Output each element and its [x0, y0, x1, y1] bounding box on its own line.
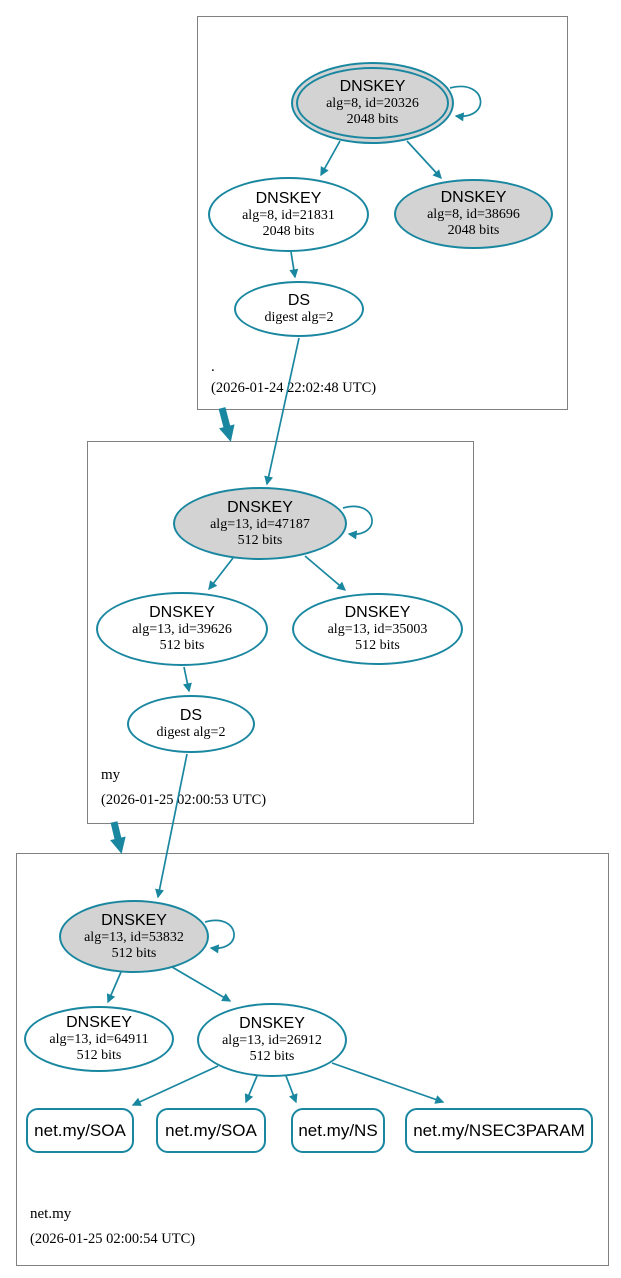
edge-dnskey-26912-to-soa-2 [244, 1075, 258, 1104]
edge-my-zsk-to-ds [183, 666, 192, 693]
ds-node-root[interactable]: DS digest alg=2 [234, 281, 364, 337]
edge-my-ds-to-net-my-ksk [155, 753, 188, 899]
node-bits: 2048 bits [262, 223, 315, 239]
node-alg: alg=13, id=64911 [49, 1032, 149, 1047]
edge-root-ksk-self-loop [449, 85, 482, 122]
rrset-label: net.my/NS [298, 1120, 378, 1140]
rrset-node-net-my-soa-1[interactable]: net.my/SOA [26, 1108, 134, 1153]
node-bits: 512 bits [237, 532, 283, 548]
node-title: DNSKEY [339, 78, 406, 95]
edge-net-my-ksk-to-dnskey-64911 [106, 971, 122, 1004]
node-alg: alg=8, id=21831 [242, 207, 335, 223]
rrset-node-net-my-nsec3param[interactable]: net.my/NSEC3PARAM [405, 1108, 593, 1153]
node-title: DNSKEY [239, 1015, 305, 1032]
node-alg: alg=13, id=53832 [84, 929, 184, 945]
dnskey-node-26912[interactable]: DNSKEY alg=13, id=26912 512 bits [197, 1003, 347, 1077]
zone-name-root: . [211, 359, 215, 375]
edge-my-ksk-to-dnskey-35003 [304, 555, 347, 591]
edge-dnskey-26912-to-ns [285, 1075, 298, 1104]
node-digest: digest alg=2 [156, 725, 226, 740]
dnskey-node-20326-ksk[interactable]: DNSKEY alg=8, id=20326 2048 bits [291, 62, 454, 144]
node-alg: alg=13, id=35003 [327, 622, 428, 637]
node-bits: 512 bits [355, 638, 400, 653]
node-bits: 512 bits [159, 638, 205, 653]
node-title: DS [179, 707, 203, 724]
rrset-label: net.my/SOA [165, 1120, 257, 1140]
edge-net-my-ksk-to-dnskey-26912 [171, 966, 232, 1002]
zone-box-my [87, 441, 474, 824]
edge-dnskey-26912-to-nsec3param [331, 1062, 445, 1104]
rrset-label: net.my/SOA [34, 1120, 126, 1140]
node-alg: alg=13, id=39626 [132, 622, 232, 637]
rrset-label: net.my/NSEC3PARAM [413, 1120, 585, 1140]
edge-root-ds-to-my-ksk [264, 337, 300, 486]
node-title: DNSKEY [227, 498, 293, 516]
edge-root-ksk-to-dnskey-38696 [406, 140, 442, 179]
node-bits: 512 bits [76, 1048, 122, 1063]
node-title: DNSKEY [344, 604, 411, 621]
edge-dnskey-26912-to-soa-1 [131, 1065, 219, 1106]
node-bits: 512 bits [111, 945, 157, 961]
node-title: DNSKEY [66, 1014, 132, 1031]
node-alg: alg=13, id=26912 [222, 1033, 322, 1048]
node-title: DNSKEY [101, 911, 167, 929]
node-bits: 2048 bits [447, 223, 500, 238]
node-title: DS [287, 292, 311, 309]
rrset-node-net-my-ns[interactable]: net.my/NS [291, 1108, 385, 1153]
dnskey-node-21831[interactable]: DNSKEY alg=8, id=21831 2048 bits [208, 177, 369, 252]
dnskey-node-39626[interactable]: DNSKEY alg=13, id=39626 512 bits [96, 592, 268, 666]
node-digest: digest alg=2 [264, 310, 334, 325]
node-title: DNSKEY [149, 604, 215, 621]
zone-timestamp-my: (2026-01-25 02:00:53 UTC) [101, 792, 267, 808]
node-alg: alg=13, id=47187 [210, 516, 310, 532]
edge-my-ksk-to-zsk [208, 557, 234, 591]
edge-root-ksk-to-zsk [320, 140, 341, 177]
edge-net-my-ksk-self-loop [204, 919, 235, 954]
dnskey-node-64911[interactable]: DNSKEY alg=13, id=64911 512 bits [24, 1006, 174, 1072]
ds-node-my[interactable]: DS digest alg=2 [127, 695, 255, 753]
edge-delegation-root-to-my [218, 407, 235, 442]
dnskey-node-35003[interactable]: DNSKEY alg=13, id=35003 512 bits [292, 593, 463, 665]
node-bits: 2048 bits [346, 112, 399, 127]
dnskey-node-38696[interactable]: DNSKEY alg=8, id=38696 2048 bits [394, 179, 553, 249]
node-bits: 512 bits [249, 1049, 295, 1064]
node-alg: alg=8, id=38696 [427, 207, 520, 222]
zone-name-net-my: net.my [30, 1206, 72, 1222]
edge-delegation-my-to-net-my [110, 821, 126, 854]
node-alg: alg=8, id=20326 [326, 96, 419, 111]
rrset-node-net-my-soa-2[interactable]: net.my/SOA [156, 1108, 266, 1153]
edge-my-ksk-self-loop [342, 505, 373, 540]
zone-timestamp-net-my: (2026-01-25 02:00:54 UTC) [30, 1231, 196, 1247]
zone-timestamp-root: (2026-01-24 22:02:48 UTC) [211, 380, 377, 396]
node-title: DNSKEY [255, 189, 322, 207]
dnskey-node-47187-ksk[interactable]: DNSKEY alg=13, id=47187 512 bits [173, 487, 347, 560]
dnskey-node-53832-ksk[interactable]: DNSKEY alg=13, id=53832 512 bits [59, 900, 209, 973]
edge-root-zsk-to-ds [289, 251, 299, 279]
zone-box-net-my [16, 853, 609, 1266]
node-title: DNSKEY [440, 189, 507, 206]
zone-name-my: my [101, 767, 121, 783]
zone-box-root [197, 16, 568, 410]
